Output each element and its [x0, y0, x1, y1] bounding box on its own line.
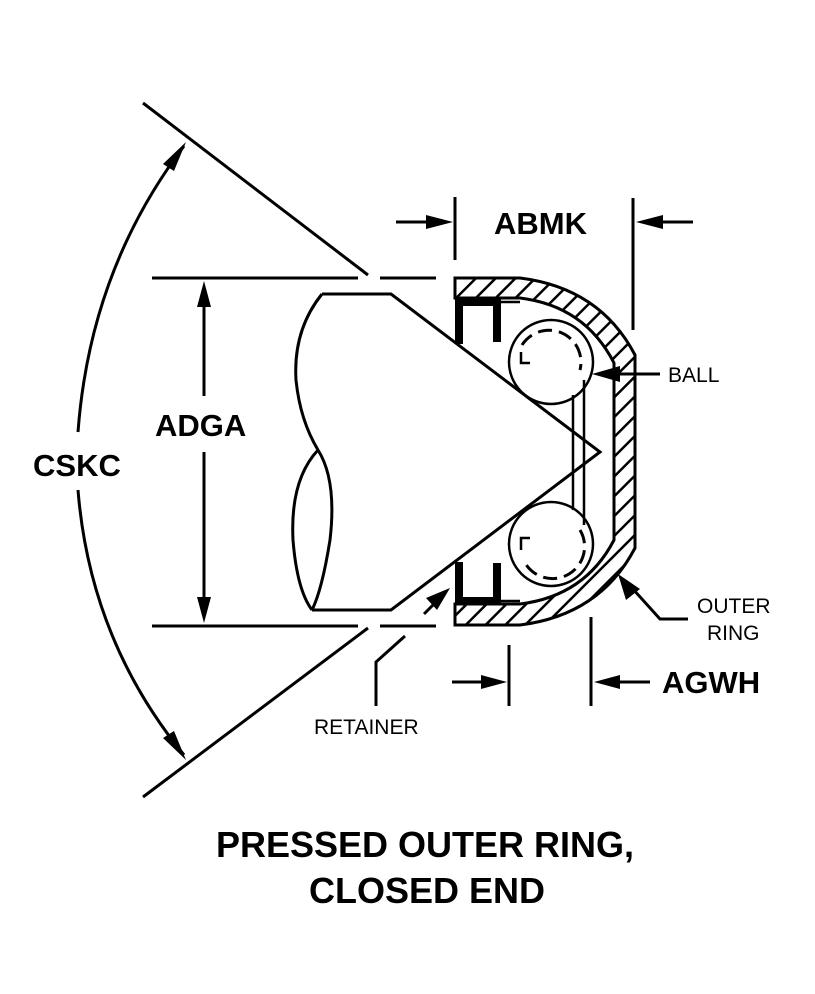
abmk-label: ABMK: [494, 206, 588, 241]
outer-ring-label-line2: RING: [707, 622, 760, 645]
ball-top: [507, 318, 595, 406]
diagram-title: PRESSED OUTER RING, CLOSED END: [216, 824, 634, 911]
ball-top-notch: [519, 352, 530, 365]
outer-ring-leader-arrowhead: [618, 574, 640, 600]
cskc-arrowhead-bottom: [163, 731, 186, 760]
abmk-arrowhead-right: [636, 215, 663, 229]
shaft-break-lobe: [291, 448, 320, 611]
cskc-extension-line-bottom: [142, 626, 369, 799]
retainer-callout: RETAINER: [314, 588, 450, 739]
ball-bottom-inner-dashed: [523, 529, 587, 581]
cskc-dimension: CSKC: [33, 101, 369, 799]
agwh-dimension: AGWH: [452, 617, 760, 706]
adga-label: ADGA: [155, 408, 246, 443]
abmk-arrowhead-left: [426, 215, 453, 229]
outer-ring-shell: [453, 276, 637, 627]
cskc-arc-bottom: [76, 489, 186, 756]
adga-arrowhead-top: [197, 281, 211, 307]
ball-bottom: [507, 500, 595, 588]
adga-arrowhead-bottom: [197, 597, 211, 623]
title-line-1: PRESSED OUTER RING,: [216, 824, 634, 865]
retainer-top: [455, 298, 501, 344]
retainer-label: RETAINER: [314, 716, 419, 739]
agwh-arrowhead-right: [594, 675, 620, 689]
ball-callout: BALL: [592, 364, 719, 387]
cskc-arc-top: [76, 145, 186, 433]
cskc-extension-line-top: [142, 101, 369, 277]
retainer-leader-shaft: [422, 592, 446, 616]
outer-ring: [453, 276, 637, 627]
shaft: [291, 292, 603, 612]
ball-top-circle: [507, 318, 595, 406]
cskc-label: CSKC: [33, 448, 121, 483]
outer-ring-callout: OUTER RING: [618, 574, 771, 645]
retainer: [455, 298, 520, 605]
ball-top-inner-dashed: [520, 328, 583, 371]
ball-label: BALL: [668, 364, 719, 387]
agwh-label: AGWH: [662, 665, 760, 700]
ball-bottom-circle: [507, 500, 595, 588]
inner-race: [571, 363, 616, 540]
outer-ring-label-line1: OUTER: [697, 595, 771, 618]
abmk-dimension: ABMK: [396, 197, 693, 330]
shaft-cone-outline: [312, 292, 603, 612]
shaft-break-line: [294, 293, 334, 611]
ball-leader-arrowhead: [592, 366, 620, 382]
retainer-bottom: [455, 562, 501, 605]
title-line-2: CLOSED END: [309, 870, 545, 911]
outer-ring-leader-line: [630, 586, 688, 621]
adga-dimension: ADGA: [152, 276, 436, 628]
cskc-arrowhead-top: [163, 142, 186, 171]
retainer-leader-line: [374, 634, 407, 706]
ball-bottom-notch: [519, 536, 530, 550]
agwh-arrowhead-left: [481, 675, 507, 689]
